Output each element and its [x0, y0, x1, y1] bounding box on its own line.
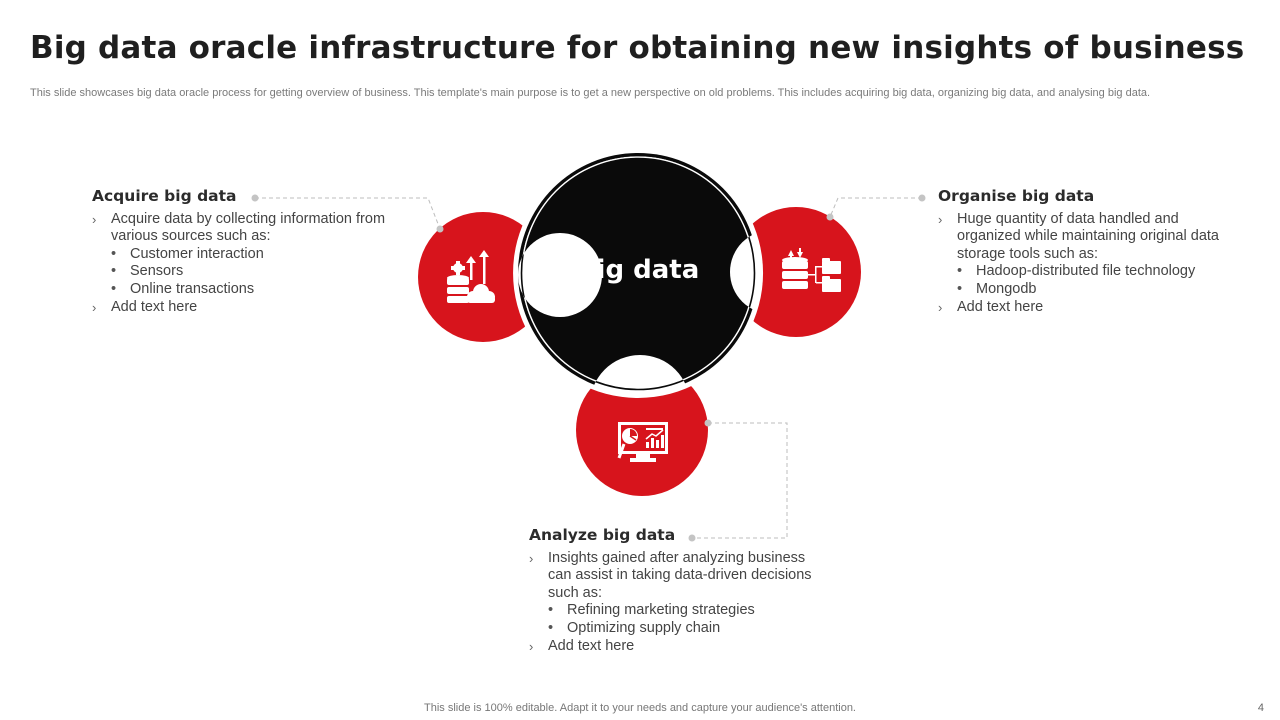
- chevron-right-icon: ›: [92, 211, 97, 227]
- analyze-subitem: •Optimizing supply chain: [548, 619, 721, 636]
- database-folders-icon: [782, 248, 841, 292]
- acquire-subitem: •Online transactions: [111, 280, 255, 297]
- chevron-right-icon: ›: [938, 211, 943, 227]
- analyze-item: › Insights gained after analyzing busine…: [529, 549, 812, 601]
- chevron-right-icon: ›: [529, 550, 534, 566]
- bullet-icon: •: [111, 245, 117, 262]
- acquire-title: Acquire big data: [92, 187, 237, 205]
- organise-section: Organise big data › Huge quantity of dat…: [938, 187, 1238, 316]
- bullet-icon: •: [111, 280, 117, 297]
- acquire-section: Acquire big data › Acquire data by colle…: [92, 187, 422, 316]
- chevron-right-icon: ›: [92, 299, 97, 315]
- slide-subtitle: This slide showcases big data oracle pro…: [30, 87, 1151, 99]
- bullet-icon: •: [957, 280, 963, 297]
- organise-item: › Huge quantity of data handled and orga…: [938, 210, 1219, 262]
- organise-title: Organise big data: [938, 187, 1095, 205]
- bullet-icon: •: [111, 263, 117, 280]
- chevron-right-icon: ›: [529, 638, 534, 654]
- bullet-icon: •: [548, 619, 554, 636]
- acquire-subitem: •Customer interaction: [111, 245, 264, 262]
- analyze-title: Analyze big data: [529, 526, 676, 544]
- bullet-icon: •: [957, 263, 963, 280]
- center-label: Big data: [576, 255, 700, 285]
- chevron-right-icon: ›: [938, 299, 943, 315]
- acquire-item: › Add text here: [92, 298, 198, 315]
- organise-subitem: •Mongodb: [957, 280, 1037, 297]
- connector-dots: [251, 194, 926, 542]
- bullet-icon: •: [548, 602, 554, 619]
- acquire-item: › Acquire data by collecting information…: [92, 210, 386, 245]
- analyze-item: › Add text here: [529, 637, 635, 654]
- connector-lines: [255, 197, 922, 539]
- analyze-section: Analyze big data › Insights gained after…: [529, 526, 829, 655]
- slide-footer: This slide is 100% editable. Adapt it to…: [424, 702, 856, 714]
- organise-subitem: •Hadoop-distributed file technology: [957, 263, 1196, 280]
- page-number: 4: [1257, 702, 1264, 714]
- acquire-subitem: •Sensors: [111, 263, 184, 280]
- slide-title: Big data oracle infrastructure for obtai…: [30, 30, 1245, 66]
- analyze-subitem: •Refining marketing strategies: [548, 602, 755, 619]
- monitor-analytics-icon: [617, 422, 668, 462]
- organise-item: › Add text here: [938, 298, 1044, 315]
- center-circle: [518, 153, 758, 393]
- database-cloud-growth-icon: [447, 250, 495, 303]
